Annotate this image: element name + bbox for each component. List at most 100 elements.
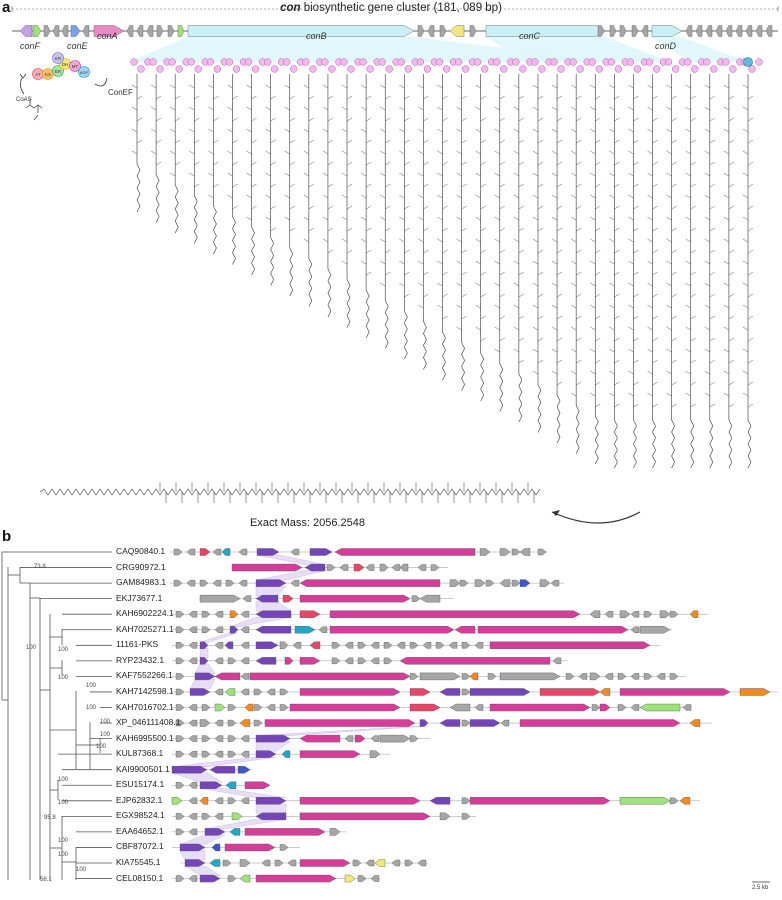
c-domain <box>416 58 425 66</box>
side-chain <box>303 194 309 199</box>
gene-arrow <box>255 750 277 758</box>
side-chain <box>571 238 577 243</box>
side-chain <box>551 282 558 287</box>
gene-arrow <box>419 594 441 603</box>
side-chain <box>685 260 691 265</box>
side-chain <box>456 326 462 331</box>
side-chain <box>513 238 519 243</box>
homology-link <box>184 865 221 876</box>
gene-arrow <box>619 688 731 696</box>
side-chain <box>537 227 544 232</box>
gene-arrow <box>266 688 276 696</box>
side-chain <box>437 194 443 199</box>
gene-arrow <box>227 657 237 665</box>
side-chain <box>322 216 329 221</box>
side-chain <box>208 128 214 133</box>
gene-arrow <box>417 564 427 571</box>
gene-arrow <box>188 657 198 665</box>
side-chain <box>327 183 334 188</box>
side-chain <box>704 348 710 353</box>
gene-arrow <box>461 642 471 649</box>
gene-arrow <box>244 781 271 789</box>
side-chain <box>576 337 582 342</box>
a-domain <box>538 65 546 73</box>
taxon-label: XP_046111408.1 <box>116 717 181 728</box>
cluster-gene-arrow <box>725 25 733 37</box>
side-chain <box>366 271 372 276</box>
side-chain <box>551 128 558 133</box>
gene-arrow <box>227 735 237 742</box>
side-chain <box>346 117 353 122</box>
gene-arrow <box>238 548 248 556</box>
label-conC: conC <box>519 31 541 41</box>
side-chain <box>227 150 233 155</box>
side-chain <box>614 95 620 100</box>
side-chain <box>175 161 181 166</box>
side-chain <box>499 205 505 210</box>
lipid-tail <box>289 247 294 297</box>
gene-arrow <box>370 735 380 742</box>
side-chain <box>494 348 500 353</box>
gene-arrow <box>461 813 471 820</box>
side-chain <box>480 161 486 166</box>
side-chain <box>456 84 462 89</box>
side-chain <box>456 106 462 111</box>
side-chain <box>647 106 653 111</box>
gene-arrow <box>617 673 627 680</box>
side-chain <box>265 172 271 177</box>
gene-arrow <box>309 641 321 649</box>
gene-arrow <box>188 828 198 836</box>
gene-arrow <box>253 688 263 696</box>
gene-arrow <box>404 859 414 867</box>
side-chain <box>150 150 157 155</box>
side-chain <box>742 282 749 287</box>
side-chain <box>709 249 715 254</box>
gene-arrow <box>244 703 254 712</box>
taxon-label: RYP23432.1 <box>116 654 165 665</box>
gene-arrow <box>461 719 471 727</box>
side-chain <box>270 117 276 122</box>
gene-arrow <box>519 579 531 587</box>
precursor-structure <box>25 99 43 121</box>
gene-arrow <box>331 657 341 665</box>
side-chain <box>685 194 691 199</box>
module-fan <box>652 37 748 62</box>
side-chain <box>327 117 334 122</box>
side-chain <box>590 128 596 133</box>
cluster-gene-arrow <box>32 25 42 37</box>
side-chain <box>475 282 481 287</box>
side-chain <box>590 84 596 89</box>
side-chain <box>723 370 730 375</box>
side-chain <box>537 359 544 364</box>
side-chain <box>322 84 329 89</box>
c-domain <box>569 58 577 66</box>
side-chain <box>346 95 353 100</box>
gene-arrow <box>175 688 185 696</box>
a-domain <box>519 65 527 73</box>
gene-arrow <box>309 548 333 556</box>
side-chain <box>633 381 639 386</box>
side-chain <box>595 293 601 298</box>
gene-arrow <box>255 626 292 634</box>
side-chain <box>418 216 424 221</box>
bootstrap-value: 100 <box>26 645 37 651</box>
gene-arrow <box>669 797 679 804</box>
side-chain <box>590 304 596 309</box>
side-chain <box>685 326 691 331</box>
panel-b-letter: b <box>2 528 12 545</box>
gene-arrow <box>461 673 471 680</box>
side-chain <box>609 150 615 155</box>
side-chain <box>303 238 309 243</box>
side-chain <box>628 84 634 89</box>
side-chain <box>442 249 448 254</box>
homology-link <box>256 554 326 565</box>
side-chain <box>494 326 500 331</box>
side-chain <box>747 117 754 122</box>
side-chain <box>595 205 601 210</box>
side-chain <box>537 95 544 100</box>
side-chain <box>494 260 500 265</box>
side-chain <box>361 172 367 177</box>
side-chain <box>251 205 257 210</box>
taxon-label: CAQ90840.1 <box>116 546 166 556</box>
side-chain <box>322 238 329 243</box>
